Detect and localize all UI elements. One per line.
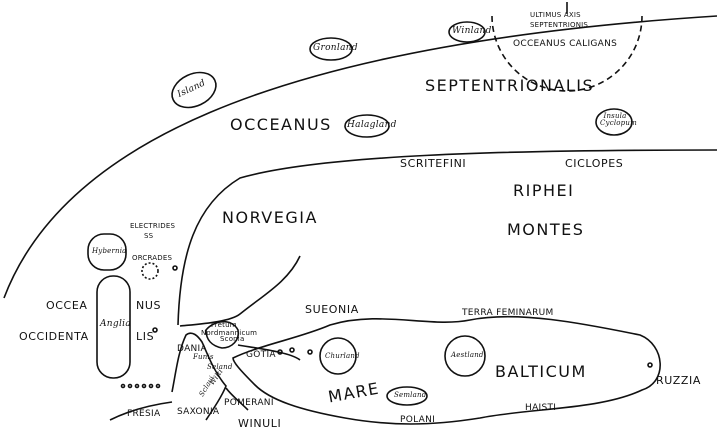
label-ruzzia: RUZZIA [656,374,701,387]
label-septentrionis: SEPTENTRIONIS [530,21,589,29]
label-gronland: Gronland [313,43,358,53]
label-halagland: Halagland [347,120,397,130]
label-sueonia: SUEONIA [305,303,359,316]
label-electrides: ELECTRIDES [130,222,176,230]
label-haisti: HAISTI [525,403,557,413]
baltic-coast [232,315,661,425]
semland-outline [386,386,428,406]
label-terra-feminarum: TERRA FEMINARUM [462,308,554,318]
label-gotia: GOTIA [246,350,276,360]
sconia-coast [205,320,240,349]
label-seland: Seland [207,363,233,371]
winland-outline [448,21,486,43]
label-winland: Winland [452,26,492,36]
label-semland: Semland [394,391,427,399]
label-polani: POLANI [400,415,436,425]
label-norvegia: NORVEGIA [222,208,318,227]
churland-outline [319,337,357,375]
label-pomerani: POMERANI [224,398,274,408]
label-insula-cyclopum: Insula Cyclopum [600,112,637,127]
label-sconia: Sconia [220,335,245,343]
anglia-outline [96,275,131,379]
label-anglia: Anglia [100,319,131,329]
ultimus-axis-circle [491,15,643,92]
label-hybernia: Hybernia [92,247,127,255]
label-occidenta: OCCIDENTA [19,330,89,343]
label-saxonia: SAXONIA [177,407,220,417]
halagland-outline [344,114,390,138]
label-scritefini: SCRITEFINI [400,157,467,170]
gotia-coast [237,344,301,361]
label-lis: LIS [136,330,155,343]
norvegia-fjord [179,255,301,327]
label-ciclopes: CICLOPES [565,157,624,170]
label-orcrades: ORCRADES [132,254,173,262]
insula-cyclopum-outline [595,108,633,136]
label-riphei: RIPHEI [513,181,575,200]
outer-coastline [3,15,717,299]
label-ss: SS [144,232,154,240]
label-dania: DANIA [177,344,207,354]
label-oceanus-caligans: OCCEANUS CALIGANS [513,39,618,49]
label-fresia: FRESIA [127,409,161,419]
label-occea: OCCEA [46,299,88,312]
hybernia-outline [87,233,127,271]
label-churland: Churland [325,352,360,360]
label-balticum: BALTICUM [495,362,587,381]
label-fretum: Fretum [211,321,237,329]
label-occeanus: OCCEANUS [230,115,332,134]
island-outline [171,71,217,109]
label-montes: MONTES [507,220,585,239]
gronland-outline [309,37,353,61]
label-septentrionalis: SEPTENTRIONALIS [425,76,595,95]
norvegia-coast [177,149,717,326]
winuli-coast [225,387,249,411]
orcrades-mark [141,262,159,280]
label-nordmannicum: Nordmannicum [201,329,258,337]
southern-coast [109,401,173,421]
label-aestland: Aestland [451,351,484,359]
label-nus: NUS [136,299,162,312]
label-funis: Funis [193,353,214,361]
label-winuli: WINULI [238,417,282,430]
jutland-coast [171,332,227,421]
aestland-outline [444,335,486,377]
label-ultimus-axis: ULTIMUS AXIS [530,11,581,19]
